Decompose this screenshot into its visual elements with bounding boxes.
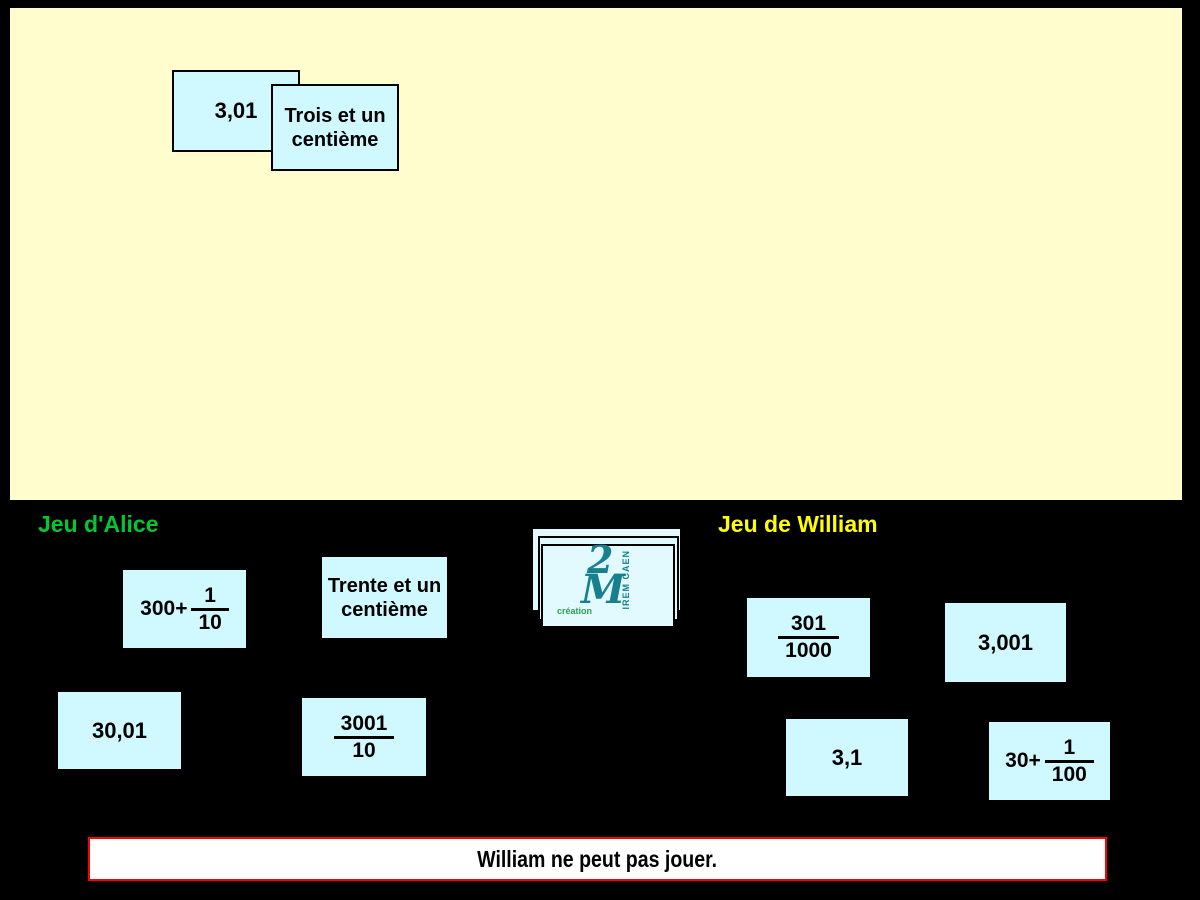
expression-300-plus-1-10: 300+ 1 10 [140, 584, 229, 635]
irem-logo-caption: création [557, 606, 593, 616]
irem-logo-vertical-text: IREM CAEN [621, 550, 631, 610]
alice-word-line1: Trente et un [327, 574, 442, 597]
status-message-text: William ne peut pas jouer. [477, 845, 718, 872]
william-card-number-31[interactable]: 3,1 [784, 717, 910, 798]
fraction-numerator: 3001 [340, 711, 388, 735]
fraction-3001-10: 3001 10 [333, 711, 395, 763]
fraction-denominator: 100 [1051, 762, 1087, 786]
played-word-line2: centième [291, 128, 379, 151]
irem-logo-letter: M [581, 566, 626, 613]
status-message-box: William ne peut pas jouer. [88, 837, 1107, 881]
fraction-bar [191, 607, 229, 611]
irem-logo-digit: 2 [587, 537, 614, 582]
william-card-expression[interactable]: 30+ 1 100 [987, 720, 1112, 802]
fraction-bar [333, 735, 395, 739]
fraction-denominator: 1000 [785, 639, 832, 662]
fraction-301-1000: 301 1000 [778, 612, 839, 663]
draw-pile[interactable]: 2 M IREM CAEN création [531, 527, 686, 632]
alice-card-word[interactable]: Trente et un centième [320, 555, 449, 640]
alice-number-value: 30,01 [91, 717, 148, 743]
played-word-line1: Trois et un [284, 104, 386, 127]
alice-word-line2: centième [341, 598, 428, 621]
expression-30-plus-1-100: 30+ 1 100 [1005, 736, 1094, 787]
played-number-value: 3,01 [214, 98, 258, 123]
william-card-number-3001[interactable]: 3,001 [943, 601, 1068, 684]
fraction-numerator: 1 [1063, 735, 1076, 759]
fraction: 1 10 [191, 583, 229, 635]
william-card-fraction[interactable]: 301 1000 [745, 596, 872, 679]
irem-logo: 2 M IREM CAEN création [543, 540, 673, 626]
fraction-bar [1044, 759, 1094, 763]
alice-card-fraction[interactable]: 3001 10 [300, 696, 428, 778]
fraction-denominator: 10 [198, 610, 222, 634]
deck-card-front[interactable]: 2 M IREM CAEN création [541, 540, 675, 628]
fraction-numerator: 1 [204, 583, 216, 607]
expression-prefix: 30+ [1005, 749, 1041, 772]
william-number2-value: 3,1 [831, 744, 863, 770]
alice-card-number[interactable]: 30,01 [56, 690, 183, 771]
william-number1-value: 3,001 [977, 629, 1034, 655]
alice-game-label: Jeu d'Alice [38, 511, 159, 537]
william-game-label: Jeu de William [718, 511, 878, 537]
fraction-bar [778, 636, 839, 639]
fraction-denominator: 10 [352, 738, 376, 762]
fraction-numerator: 301 [790, 612, 827, 635]
expression-prefix: 300+ [140, 597, 188, 620]
played-word-card[interactable]: Trois et un centième [271, 84, 399, 171]
alice-card-expression[interactable]: 300+ 1 10 [121, 568, 248, 650]
fraction: 1 100 [1044, 735, 1094, 787]
